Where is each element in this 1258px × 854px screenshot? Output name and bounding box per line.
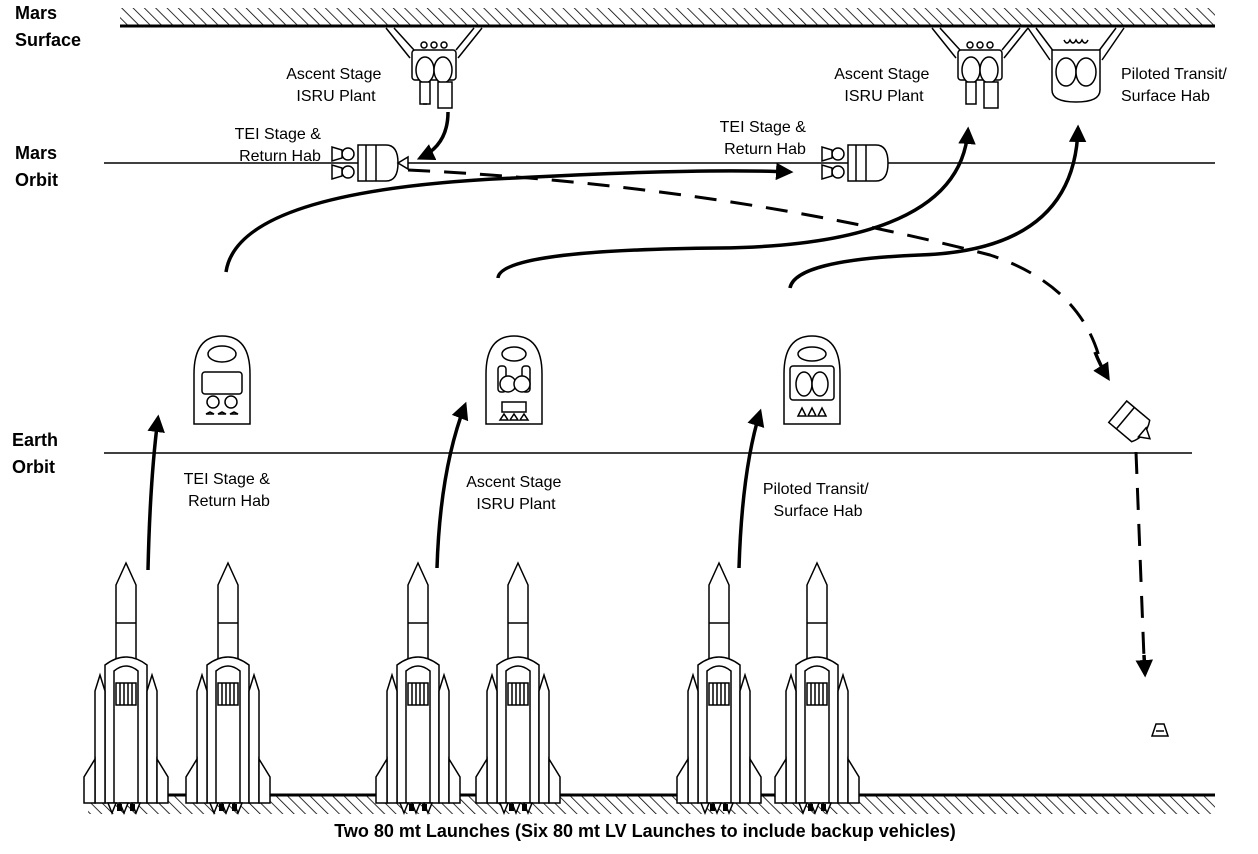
trajectory-earth-return xyxy=(407,168,1102,361)
earth-return-arrowhead xyxy=(1093,351,1110,381)
launch-vehicle-4 xyxy=(475,561,561,816)
mars-ascent-label-1: Ascent Stage ISRU Plant xyxy=(286,66,386,105)
launch-vehicle-5 xyxy=(676,561,762,816)
leo-payload-ascent-stage xyxy=(485,335,543,425)
mars-surface-label: Mars Surface xyxy=(15,3,81,50)
launch-vehicle-3 xyxy=(375,561,461,816)
orbit-tei-stage-2 xyxy=(821,144,889,182)
trajectory-launch-3 xyxy=(737,408,765,569)
earth-ground xyxy=(88,793,1215,814)
leo-payload-tei-stage xyxy=(193,335,251,425)
trajectory-transfer-1 xyxy=(224,162,794,273)
orbit-tei-label-2: TEI Stage & Return Hab xyxy=(720,119,811,158)
trajectory-earth-entry xyxy=(1134,451,1146,659)
mars-lander-ascent-stage-1 xyxy=(385,27,483,109)
mars-ascent-label-2: Ascent Stage ISRU Plant xyxy=(834,66,934,105)
trajectory-launch-1 xyxy=(146,414,165,571)
earth-entry-arrowhead xyxy=(1135,654,1154,678)
launch-vehicle-6 xyxy=(774,561,860,816)
mars-hab-label: Piloted Transit/ Surface Hab xyxy=(1121,66,1231,105)
mars-orbit-label: Mars Orbit xyxy=(15,143,62,190)
leo-payload-surface-hab xyxy=(783,335,841,425)
trajectory-transfer-3 xyxy=(788,124,1087,289)
leo-hab-label: Piloted Transit/ Surface Hab xyxy=(763,481,873,520)
trajectory-transfer-2 xyxy=(496,126,976,279)
diagram-caption: Two 80 mt Launches (Six 80 mt LV Launche… xyxy=(334,821,956,841)
leo-ascent-label: Ascent Stage ISRU Plant xyxy=(466,474,566,513)
leo-tei-label: TEI Stage & Return Hab xyxy=(184,471,275,510)
mars-lander-surface-hab xyxy=(1027,27,1125,103)
launch-vehicle-1 xyxy=(83,561,169,816)
earth-entry-capsule xyxy=(1150,723,1170,737)
trajectory-launch-2 xyxy=(435,401,469,569)
trajectory-ascent-to-orbit xyxy=(416,111,450,161)
mars-lander-ascent-stage-2 xyxy=(931,27,1029,109)
earth-return-vehicle xyxy=(1107,399,1152,443)
earth-orbit-label: Earth Orbit xyxy=(12,430,63,477)
orbit-tei-stage-1 xyxy=(331,144,409,182)
orbit-tei-label-1: TEI Stage & Return Hab xyxy=(235,126,326,165)
launch-vehicle-2 xyxy=(185,561,271,816)
mars-surface-ground xyxy=(120,8,1215,28)
